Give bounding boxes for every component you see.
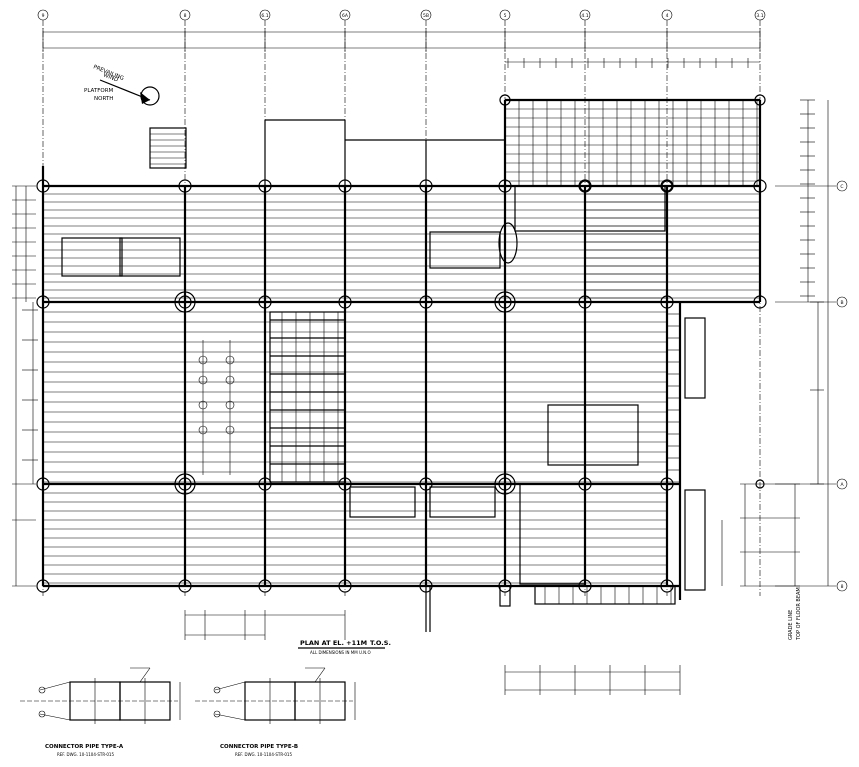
grid-column-label: 5B	[423, 13, 429, 19]
north-arrow-line2: WIND	[102, 72, 119, 83]
side-note-line2: TOP OF FLOOR BEAM	[796, 587, 802, 641]
detail-b-title: CONNECTOR PIPE TYPE-B	[220, 744, 298, 750]
detail-b-ref: REF. DWG. 10-1104-STR-015	[235, 752, 292, 757]
plan-title: PLAN AT EL. +11M	[300, 639, 367, 647]
grid-column-label: 5	[504, 13, 507, 19]
side-note-line1: GRADE LINE	[788, 610, 794, 640]
plan-title-suffix: T.O.S.	[370, 639, 391, 647]
grid-column-label: 6.1	[261, 13, 268, 19]
grid-labels: 9 8 6.1 6A 5B 5 4.1 4 3.1C B A 8	[37, 9, 848, 596]
grid-column-label: 4.1	[581, 13, 588, 19]
grid-column-label: 3.1	[756, 13, 763, 19]
grid-row-label: A	[840, 482, 844, 488]
grid-row-label: B	[840, 300, 843, 306]
detail-a-ref: REF. DWG. 10-1104-STR-015	[57, 752, 114, 757]
grid-row-label: C	[840, 184, 843, 190]
plan-title-block: PLAN AT EL. +11M T.O.S. ALL DIMENSIONS I…	[298, 639, 391, 655]
north-arrow-line3: PLATFORM	[84, 88, 114, 94]
grid-column-label: 9	[42, 13, 45, 19]
grid-column-label: 8	[184, 13, 187, 19]
grid-row-label: 8	[841, 584, 844, 590]
north-arrow-line4: NORTH	[94, 96, 113, 102]
side-note: GRADE LINE TOP OF FLOOR BEAM	[788, 587, 802, 641]
framing-linework	[12, 28, 829, 724]
north-arrow: PREVAILING WIND PLATFORM NORTH	[84, 64, 160, 106]
grid-column-label: 6A	[342, 13, 349, 19]
grid-column-label: 4	[666, 13, 669, 19]
detail-a-title: CONNECTOR PIPE TYPE-A	[45, 744, 124, 750]
plan-subtitle: ALL DIMENSIONS IN MM U.N.O	[310, 650, 371, 655]
